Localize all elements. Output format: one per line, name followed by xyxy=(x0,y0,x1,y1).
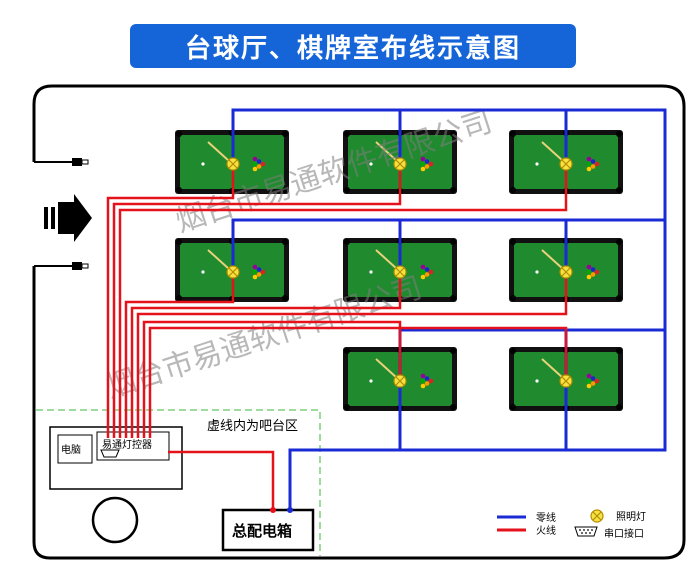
rack-ball xyxy=(590,272,596,277)
rack-ball xyxy=(420,269,426,275)
legend-lamp-label: 照明灯 xyxy=(616,511,646,523)
rack-ball xyxy=(428,161,434,167)
lamp-icon xyxy=(393,374,407,388)
bar-zone-boundary xyxy=(36,409,321,556)
lamp-icon xyxy=(393,265,407,279)
legend-live-label: 火线 xyxy=(536,524,556,537)
distribution-box xyxy=(221,508,315,552)
rack-ball xyxy=(424,381,430,386)
rack-ball xyxy=(256,272,262,277)
legend: 零线 火线 照明灯 串口接口 xyxy=(497,509,646,540)
rack-ball xyxy=(252,166,258,172)
rack-ball xyxy=(420,373,426,379)
rack-ball xyxy=(424,267,430,272)
rack-ball xyxy=(420,161,426,167)
lamp-icon xyxy=(559,265,573,279)
lamp-icon xyxy=(559,157,573,171)
computer-box xyxy=(49,426,183,490)
rack-ball xyxy=(586,383,592,389)
rack-ball xyxy=(252,274,258,280)
rack-ball xyxy=(586,378,592,384)
rack-ball xyxy=(428,378,434,384)
lamp-icon xyxy=(559,374,573,388)
rack-ball xyxy=(428,269,434,275)
computer xyxy=(57,434,93,464)
rack-ball xyxy=(420,274,426,280)
distribution-box-label: 总配电箱 xyxy=(232,522,292,540)
rack-ball xyxy=(420,378,426,384)
rack-ball xyxy=(590,376,596,381)
rack-ball xyxy=(252,156,258,162)
rack-ball xyxy=(586,373,592,379)
rack-ball xyxy=(420,166,426,172)
controller-label: 易通灯控器 xyxy=(102,438,152,451)
rack-ball xyxy=(252,269,258,275)
rack-ball xyxy=(590,159,596,164)
rack-ball xyxy=(586,156,592,162)
rack-ball xyxy=(260,161,266,167)
rack-ball xyxy=(586,166,592,172)
rack-ball xyxy=(424,164,430,169)
rack-ball xyxy=(586,274,592,280)
live-wires xyxy=(106,165,568,510)
rack-ball xyxy=(594,269,600,275)
lamp-icon xyxy=(393,157,407,171)
rack-ball xyxy=(594,161,600,167)
rack-ball xyxy=(424,272,430,277)
rack-ball xyxy=(420,383,426,389)
diagram-title: 台球厅、棋牌室布线示意图 xyxy=(130,24,576,68)
legend-serial-port-label: 串口接口 xyxy=(604,527,644,540)
round-stool xyxy=(91,496,139,544)
rack-ball xyxy=(586,161,592,167)
legend-neutral-label: 零线 xyxy=(536,511,556,524)
rack-ball xyxy=(586,264,592,270)
rack-ball xyxy=(424,376,430,381)
rack-ball xyxy=(590,164,596,169)
legend-serial-port-icon xyxy=(574,526,598,537)
rack-ball xyxy=(420,264,426,270)
rack-ball xyxy=(252,264,258,270)
serial-port-icon xyxy=(100,449,120,458)
legend-lamp-icon xyxy=(590,509,604,523)
rack-ball xyxy=(260,269,266,275)
rack-ball xyxy=(420,156,426,162)
room-outline xyxy=(32,84,686,560)
rack-ball xyxy=(256,267,262,272)
rack-ball xyxy=(256,159,262,164)
door-top-plug xyxy=(34,158,89,166)
rack-ball xyxy=(586,269,592,275)
lamp-icon xyxy=(226,265,240,279)
entrance-arrow-icon xyxy=(44,194,92,242)
door-bottom-plug xyxy=(34,262,89,270)
computer-label: 电脑 xyxy=(61,443,81,456)
rack-ball xyxy=(424,159,430,164)
rack-ball xyxy=(590,267,596,272)
rack-ball xyxy=(594,378,600,384)
rack-ball xyxy=(252,161,258,167)
rack-ball xyxy=(590,381,596,386)
lamp-icon xyxy=(226,157,240,171)
rack-ball xyxy=(256,164,262,169)
bar-zone-label: 虚线内为吧台区 xyxy=(207,418,298,434)
